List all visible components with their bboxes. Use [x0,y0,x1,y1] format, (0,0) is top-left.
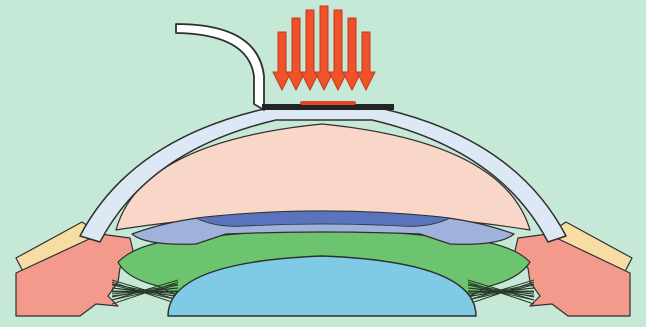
contact-spot [300,101,356,105]
